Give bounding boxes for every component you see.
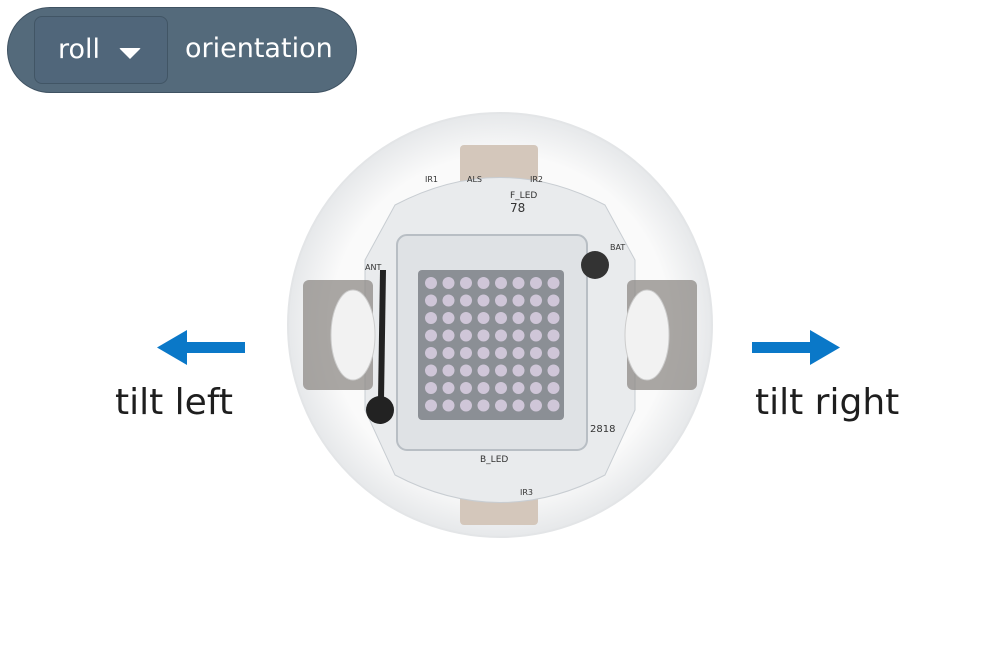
tilt-left-label: tilt left xyxy=(115,382,233,423)
back-led-label: B_LED xyxy=(480,455,508,465)
led-dot xyxy=(477,364,490,377)
ant-label: ANT xyxy=(365,263,381,272)
led-dot xyxy=(547,347,560,359)
led-dot xyxy=(460,329,472,342)
tilt-right-label: tilt right xyxy=(755,382,900,423)
led-dot xyxy=(477,277,490,289)
led-dot xyxy=(425,382,437,394)
led-dot xyxy=(512,277,525,289)
led-dot xyxy=(442,277,455,289)
board-code: 2818 xyxy=(590,424,615,435)
led-dot xyxy=(495,277,507,289)
led-dot xyxy=(512,312,525,324)
led-dot xyxy=(442,364,455,377)
led-dot xyxy=(530,382,542,394)
ir3-label: IR3 xyxy=(520,488,533,497)
als-label: ALS xyxy=(467,175,482,184)
led-dot xyxy=(512,347,525,359)
led-dot xyxy=(495,382,507,394)
led-dot xyxy=(530,294,542,307)
led-dot xyxy=(477,312,490,324)
led-dot xyxy=(530,364,542,377)
bat-label: BAT xyxy=(610,243,625,252)
led-dot xyxy=(460,294,472,307)
led-dot xyxy=(495,294,507,307)
led-dot xyxy=(530,312,542,324)
front-led-label: F_LED xyxy=(510,191,537,201)
led-dot xyxy=(512,364,525,377)
led-dot xyxy=(425,294,437,307)
led-dot xyxy=(460,312,472,324)
led-dot xyxy=(495,399,507,412)
led-dot xyxy=(425,329,437,342)
led-dot xyxy=(442,382,455,394)
led-dot xyxy=(547,294,560,307)
block-label: orientation xyxy=(185,33,333,64)
led-dot xyxy=(477,382,490,394)
ir2-label: IR2 xyxy=(530,175,543,184)
board-number: 78 xyxy=(510,201,525,215)
led-dot xyxy=(495,347,507,359)
led-dot xyxy=(495,364,507,377)
ir1-label: IR1 xyxy=(425,175,438,184)
led-dot xyxy=(512,329,525,342)
led-dot xyxy=(547,382,560,394)
led-dot xyxy=(460,399,472,412)
led-dot xyxy=(530,347,542,359)
caret-down-icon[interactable] xyxy=(119,48,141,59)
led-dot xyxy=(477,294,490,307)
led-dot xyxy=(460,382,472,394)
led-dot xyxy=(425,364,437,377)
led-dot xyxy=(442,399,455,412)
led-dot xyxy=(512,382,525,394)
led-dot xyxy=(425,277,437,289)
led-dot xyxy=(442,347,455,359)
led-dot xyxy=(425,347,437,359)
led-dot xyxy=(460,277,472,289)
dropdown-value: roll xyxy=(58,34,101,65)
led-dot xyxy=(547,277,560,289)
led-dot xyxy=(442,312,455,324)
led-dot xyxy=(425,399,437,412)
roll-orientation-block[interactable]: roll orientation xyxy=(7,7,357,93)
led-dot xyxy=(425,312,437,324)
led-dot xyxy=(477,329,490,342)
led-dot xyxy=(460,364,472,377)
arrow-right-icon xyxy=(752,330,840,365)
led-dot xyxy=(442,329,455,342)
led-dot xyxy=(547,329,560,342)
led-dot xyxy=(477,347,490,359)
sphero-robot-image: F_LED 78 B_LED ALS IR1 IR2 IR3 BAT ANT 2… xyxy=(287,112,713,538)
led-dot xyxy=(547,399,560,412)
led-dot xyxy=(495,329,507,342)
led-dot xyxy=(495,312,507,324)
led-dot xyxy=(442,294,455,307)
led-dot xyxy=(530,329,542,342)
led-dot xyxy=(530,399,542,412)
arrow-left-icon xyxy=(157,330,245,365)
led-dot xyxy=(547,312,560,324)
led-dot xyxy=(477,399,490,412)
led-dot xyxy=(547,364,560,377)
led-dot xyxy=(512,294,525,307)
led-dot xyxy=(460,347,472,359)
axis-dropdown[interactable]: roll xyxy=(34,16,168,84)
led-dot xyxy=(530,277,542,289)
led-dot xyxy=(512,399,525,412)
